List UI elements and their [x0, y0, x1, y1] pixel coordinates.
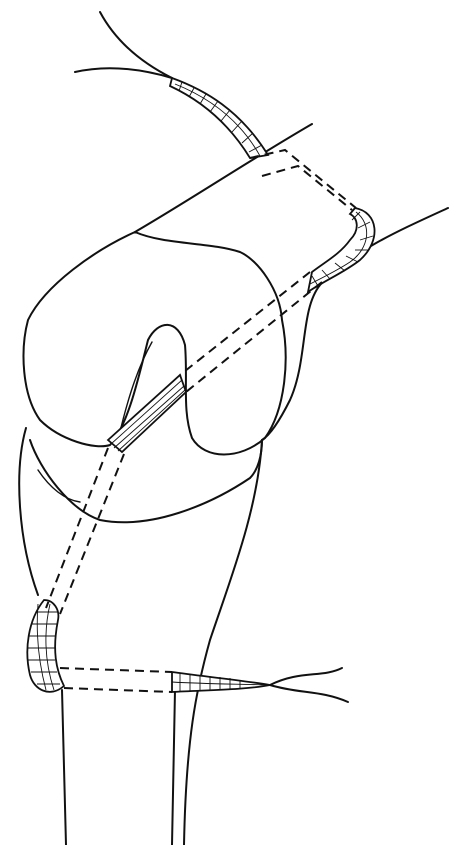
dashed-vertical-2	[60, 454, 124, 614]
lower-left-hatched-band	[27, 600, 64, 692]
dashed-upper-bottom	[262, 166, 352, 210]
lower-right-hatched-band	[172, 672, 270, 692]
dashed-bottom-1	[60, 668, 172, 672]
dashed-connectors	[46, 150, 356, 692]
right-hatched-band	[308, 208, 375, 292]
dashed-vertical-1	[46, 448, 108, 608]
femur-shaft-upper-line	[135, 124, 312, 232]
fibula-left-line	[172, 690, 175, 845]
dashed-diagonal-1	[180, 272, 310, 375]
tibial-tuberosity-line	[38, 470, 80, 502]
fibula	[172, 690, 175, 845]
central-striped-band	[108, 375, 186, 452]
tibial-plateau	[30, 440, 262, 522]
dashed-bottom-2	[64, 688, 172, 692]
fiber-strand-3	[270, 668, 342, 685]
upper-hatched-band	[170, 78, 268, 158]
tibia-right-contour	[184, 440, 262, 845]
upper-ligament-fibers	[75, 12, 172, 78]
tibia-shaft-left-line	[62, 690, 66, 845]
fiber-strand-4	[270, 685, 348, 702]
lower-ligament-fibers	[270, 668, 348, 702]
dashed-diagonal-2	[186, 282, 322, 392]
